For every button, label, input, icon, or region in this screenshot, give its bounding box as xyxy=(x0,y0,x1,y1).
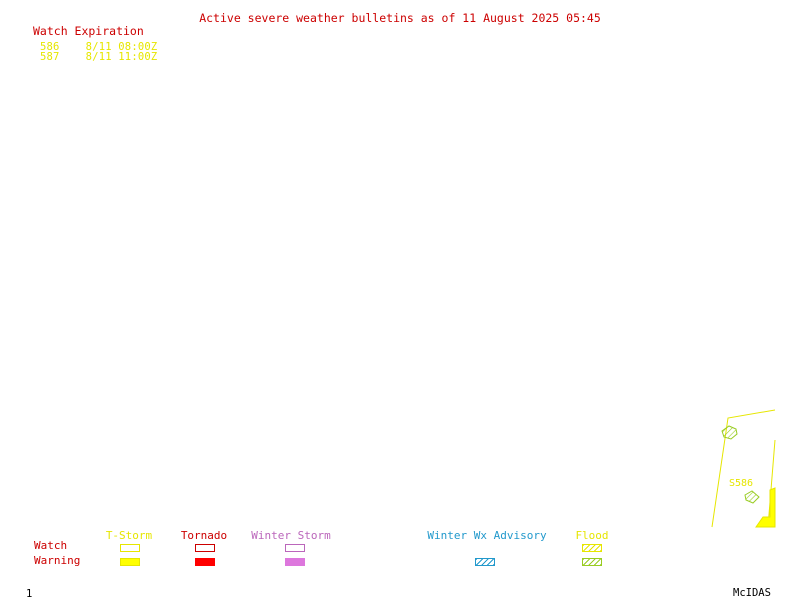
tornado-warning-swatch xyxy=(195,558,215,566)
mcidas-brand: McIDAS xyxy=(733,587,771,599)
legend-winter-storm-label: Winter Storm xyxy=(251,529,331,542)
tornado-watch-swatch xyxy=(195,544,215,552)
legend-winter-advisory-label: Winter Wx Advisory xyxy=(427,529,547,542)
watch-list-item: 587 8/11 11:00Z xyxy=(40,51,157,63)
legend-tstorm-label: T-Storm xyxy=(105,529,153,542)
watch-list-item: 586 8/11 08:00Z xyxy=(40,41,157,53)
flood-warning-area xyxy=(744,490,760,504)
legend-flood-label: Flood xyxy=(575,529,609,542)
legend-watch-label: Watch xyxy=(34,539,68,552)
watch-id-label: S586 xyxy=(729,478,753,489)
watch-expiration-header: Watch Expiration xyxy=(33,24,144,38)
tstorm-warning-swatch xyxy=(120,558,140,566)
frame-number: 1 xyxy=(26,588,33,600)
flood-warning-swatch xyxy=(582,558,602,566)
watch-number: 587 xyxy=(40,51,60,63)
tstorm-warning-area xyxy=(755,487,776,528)
watch-box-outline xyxy=(711,409,776,528)
page-title: Active severe weather bulletins as of 11… xyxy=(199,11,601,25)
winter-storm-warning-swatch xyxy=(285,558,305,566)
watch-box-edge xyxy=(767,439,776,528)
winter-advisory-swatch xyxy=(475,558,495,566)
flood-watch-swatch xyxy=(582,544,602,552)
tstorm-watch-swatch xyxy=(120,544,140,552)
legend-warning-label: Warning xyxy=(34,554,81,567)
winter-storm-watch-swatch xyxy=(285,544,305,552)
watch-number: 586 xyxy=(40,41,60,53)
legend-tornado-label: Tornado xyxy=(180,529,228,542)
watch-expiration-time: 8/11 11:00Z xyxy=(85,51,158,63)
flood-warning-area xyxy=(721,425,738,440)
watch-expiration-time: 8/11 08:00Z xyxy=(85,41,158,53)
